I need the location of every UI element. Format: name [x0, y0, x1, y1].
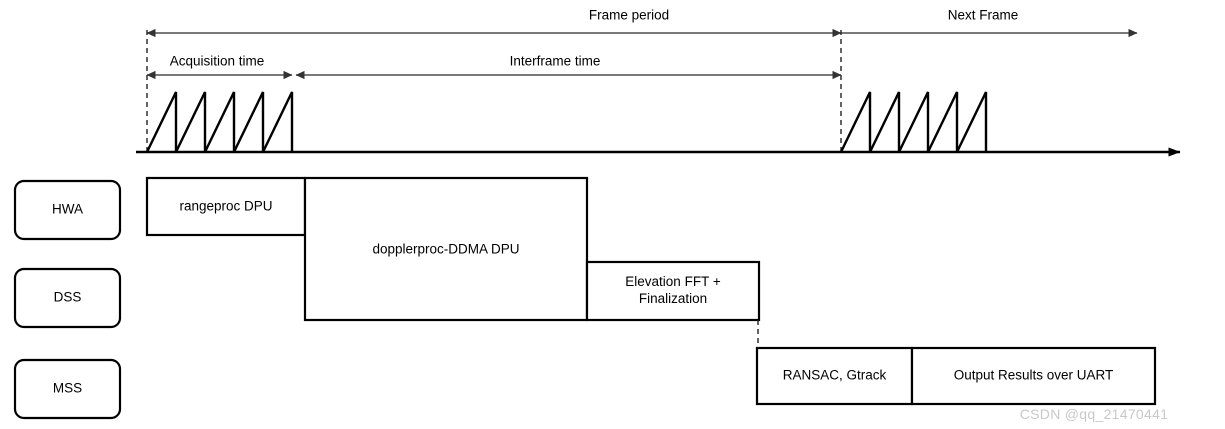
core-box-dss — [13, 267, 122, 329]
label-task-elevation-fft-finalization-line1: Elevation FFT + — [625, 274, 721, 290]
box-task-rangeproc-dpu — [145, 176, 307, 237]
label-task-ransac-gtrack: RANSAC, Gtrack — [782, 367, 887, 383]
span-label-acquisition-time: Acquisition time — [169, 53, 265, 69]
task-boxes — [145, 176, 1157, 406]
timeline-spans — [146, 28, 1138, 80]
core-label-hwa: HWA — [52, 201, 83, 217]
span-label-frame-period: Frame period — [588, 7, 670, 23]
chirp-burst-current-frame — [145, 91, 294, 153]
span-label-interframe-time: Interframe time — [509, 53, 601, 69]
label-task-rangeproc-dpu: rangeproc DPU — [179, 198, 273, 214]
label-task-dopplerproc-ddma-dpu: dopplerproc-DDMA DPU — [372, 241, 520, 257]
chirp-burst-next-frame — [839, 91, 988, 153]
label-task-elevation-fft-finalization: Elevation FFT +Finalization — [587, 274, 759, 308]
label-task-output-results-uart: Output Results over UART — [953, 367, 1114, 383]
box-task-elevation-fft-finalization — [585, 260, 761, 322]
box-task-ransac-gtrack — [755, 346, 914, 406]
chirp-waveforms — [145, 91, 988, 153]
core-boxes — [13, 179, 122, 420]
span-label-next-frame: Next Frame — [947, 7, 1019, 23]
core-label-dss: DSS — [53, 289, 82, 305]
watermark: CSDN @qq_21470441 — [1019, 406, 1169, 422]
box-task-output-results-uart — [910, 346, 1157, 406]
core-label-mss: MSS — [52, 380, 83, 396]
box-task-dopplerproc-ddma-dpu — [303, 176, 589, 322]
dashed-markers — [146, 30, 842, 152]
core-box-hwa — [13, 179, 122, 241]
core-box-mss — [13, 358, 122, 420]
label-task-elevation-fft-finalization-line2: Finalization — [638, 291, 708, 306]
